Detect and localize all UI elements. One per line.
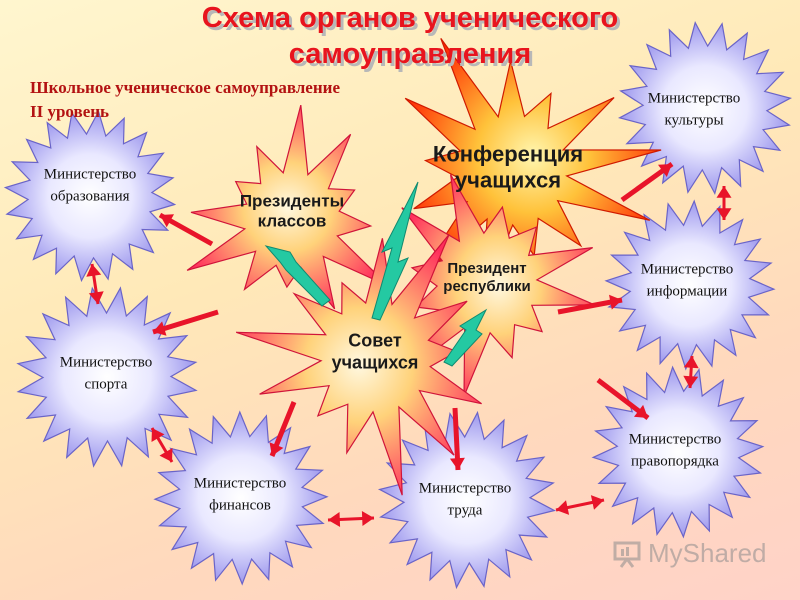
arrow-culture-information-head — [716, 208, 732, 220]
council-label-line1: Совет — [348, 330, 402, 351]
arrow-to-education-head — [160, 214, 174, 228]
ministry-culture-burst — [617, 20, 793, 196]
lightning-council-class-presidents — [264, 245, 331, 307]
class-presidents-burst — [186, 104, 390, 310]
ministry-education-label-line2: образования — [50, 188, 130, 204]
arrow-sport-finance-tail — [151, 428, 165, 442]
ministry-finance-burst — [153, 410, 329, 586]
conference-label-line2: учащихся — [454, 168, 562, 193]
subtitle-line2: II уровень — [30, 102, 110, 121]
conference-node: Конференция учащихся — [433, 142, 583, 195]
republic-president-label-line2: республики — [443, 278, 531, 295]
ministry-law-order-node: Министерство правопорядка — [629, 429, 721, 473]
ministry-culture-node: Министерство культуры — [648, 88, 740, 132]
council-node: Совет учащихся — [332, 330, 419, 373]
ministry-sport-label-line1: Министерство — [59, 354, 153, 371]
ministry-law-order-label-line2: правопорядка — [631, 453, 719, 469]
class-presidents-node: Президенты классов — [240, 192, 344, 233]
arrow-to-culture-head — [658, 164, 672, 177]
arrow-finance-labor-head — [361, 511, 374, 526]
arrow-to-sport-head — [153, 321, 167, 336]
ministry-education-label-line1: Министерство — [43, 166, 137, 183]
arrow-to-finance-head — [269, 442, 284, 456]
ministry-law-order-label-line1: Министерство — [628, 431, 722, 448]
ministry-information-burst — [604, 199, 776, 371]
conference-label-line1: Конференция — [432, 141, 584, 167]
arrow-finance-labor-tail — [328, 512, 341, 527]
ministry-sport-burst — [16, 286, 198, 468]
presentation-icon — [613, 541, 641, 568]
ministry-education-burst — [3, 109, 177, 283]
watermark: MyShared — [612, 538, 767, 569]
ministry-sport-node: Министерство спорта — [60, 352, 152, 396]
arrow-to-labor-head — [449, 457, 465, 470]
arrow-education-sport-head — [88, 291, 104, 304]
arrow-sport-finance-head — [159, 448, 173, 462]
arrow-labor-law-order-tail — [556, 500, 570, 515]
ministry-labor-node: Министерство труда — [419, 478, 511, 522]
council-label-line2: учащихся — [331, 352, 419, 372]
arrow-to-law-order-head — [634, 404, 648, 418]
republic-president-label-line1: Президент — [447, 260, 527, 277]
watermark-text: MyShared — [648, 538, 767, 568]
ministry-labor-label-line2: труда — [447, 502, 483, 518]
ministry-culture-label-line2: культуры — [664, 112, 724, 128]
ministry-sport-label-line2: спорта — [84, 376, 128, 392]
arrow-to-information-head — [609, 294, 622, 310]
ministry-education-node: Министерство образования — [44, 164, 136, 208]
ministry-labor-label-line1: Министерство — [418, 480, 512, 497]
ministry-finance-label-line1: Министерство — [193, 475, 287, 492]
ministry-information-label-line1: Министерство — [640, 261, 734, 278]
lightning-council-conference — [371, 181, 419, 321]
arrow-culture-information-tail — [716, 186, 732, 198]
republic-president-burst — [401, 174, 596, 397]
arrow-education-sport-tail — [86, 264, 102, 277]
council-burst — [236, 234, 482, 496]
ministry-finance-label-line2: финансов — [209, 497, 271, 513]
ministry-culture-label-line1: Министерство — [647, 90, 741, 107]
diagram-title-line2: самоуправления — [288, 38, 532, 70]
ministry-information-label-line2: информации — [646, 283, 728, 299]
arrow-information-law-order-tail — [683, 356, 699, 369]
ministry-information-node: Министерство информации — [641, 259, 733, 303]
ministry-labor-burst — [377, 410, 557, 590]
arrow-labor-law-order-head — [590, 495, 604, 510]
republic-president-node: Президент республики — [443, 260, 530, 296]
subtitle-line1: Школьное ученическое самоуправление — [30, 78, 340, 97]
lightning-council-republic-president — [443, 308, 488, 367]
class-presidents-label-line2: классов — [257, 212, 327, 231]
arrow-information-law-order-head — [683, 375, 699, 388]
class-presidents-label-line1: Президенты — [239, 191, 345, 211]
diagram-title-line1: Схема органов ученического — [201, 2, 619, 34]
ministry-finance-node: Министерство финансов — [194, 473, 286, 517]
